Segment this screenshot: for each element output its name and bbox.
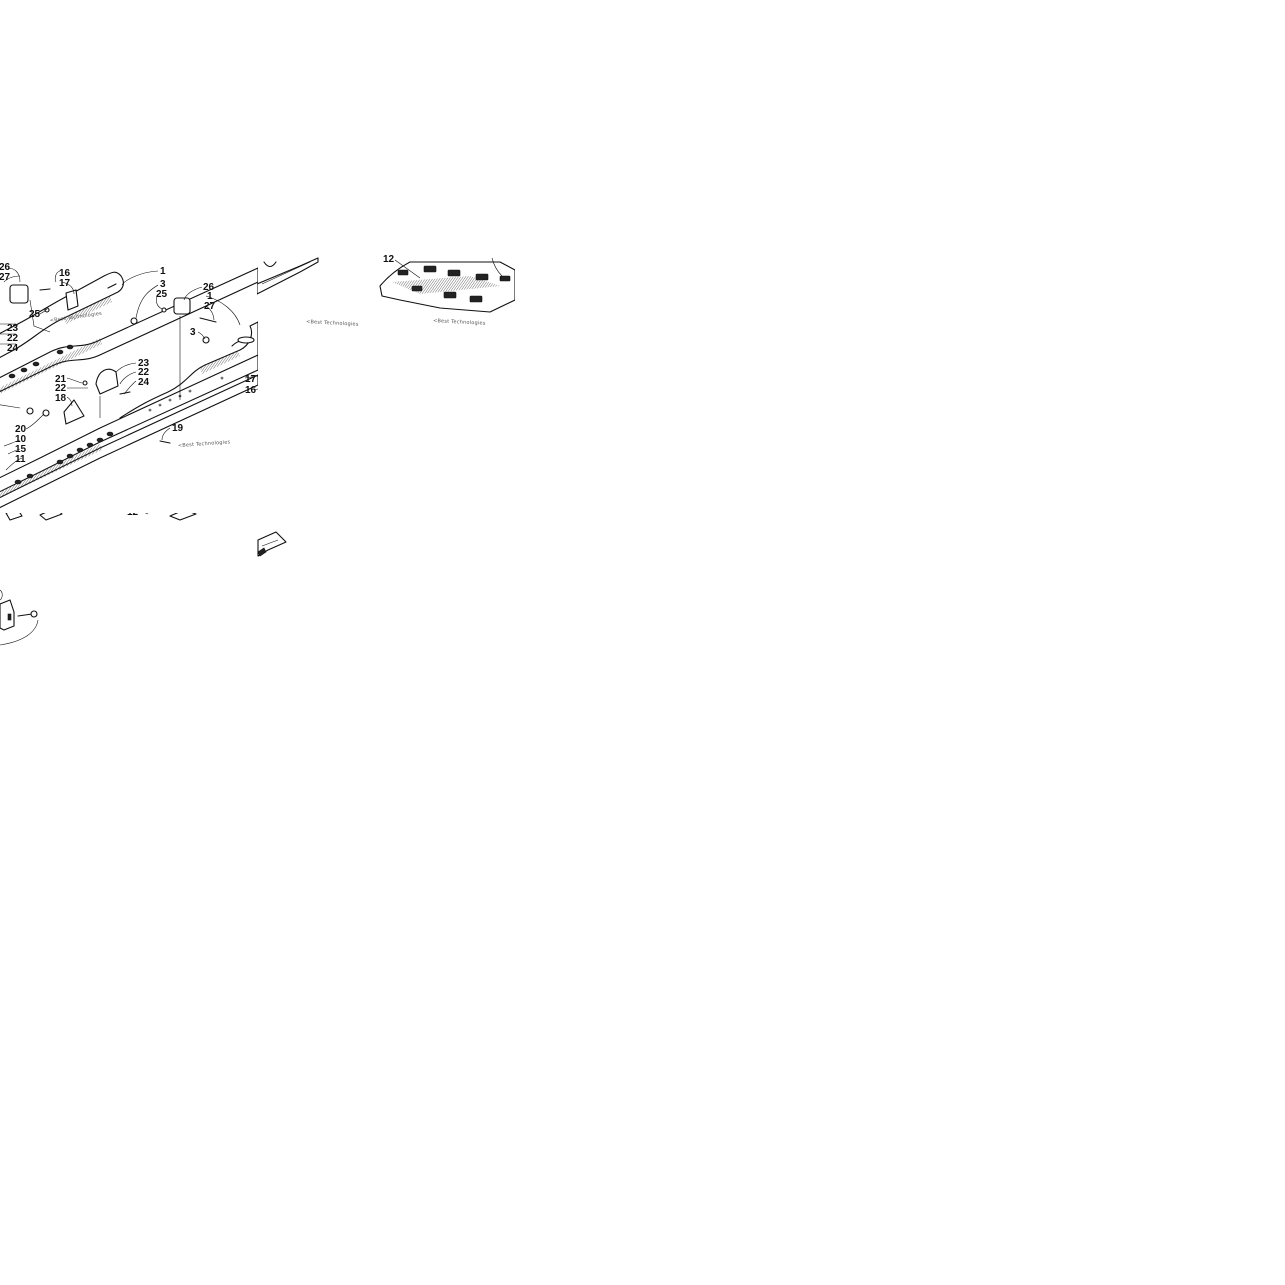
callout-22c: 22 xyxy=(55,383,67,394)
callout-25b: 25 xyxy=(29,309,41,320)
watermark-2: <Best Technologies xyxy=(178,439,231,449)
callout-11: 11 xyxy=(15,454,26,465)
callout-3a: 3 xyxy=(160,279,166,290)
callout-12-lower: 12 xyxy=(127,507,139,518)
hardware-parts xyxy=(9,284,217,444)
callout-26b: 26 xyxy=(203,282,215,293)
callout-27b: 27 xyxy=(204,301,216,312)
upper-slide-rail xyxy=(0,267,258,394)
callout-16b: 16 xyxy=(245,385,257,396)
callout-22b: 22 xyxy=(138,367,150,378)
lower-slide-rail xyxy=(0,354,258,509)
slider-block-upper-left xyxy=(9,284,29,304)
slider-block-upper-right xyxy=(173,297,191,315)
callout-22a: 22 xyxy=(7,333,19,344)
callout-19: 19 xyxy=(172,423,184,434)
shock-block xyxy=(95,368,119,395)
callout-26a: 26 xyxy=(0,262,11,273)
callout-17b: 17 xyxy=(245,374,257,385)
callout-25a: 25 xyxy=(156,289,168,300)
bracket-upper xyxy=(65,289,79,311)
slide-rail-assembly: 26 27 16 17 1 3 25 25 26 1 27 23 22 24 3… xyxy=(0,262,258,509)
callout-17a: 17 xyxy=(59,278,71,289)
callout-numbers: 26 27 16 17 1 3 25 25 26 1 27 23 22 24 3… xyxy=(0,262,257,465)
callout-27a: 27 xyxy=(0,272,11,283)
callout-20: 20 xyxy=(15,424,27,435)
callout-21: 21 xyxy=(55,374,67,385)
callout-23a: 23 xyxy=(7,323,19,334)
callout-23b: 23 xyxy=(138,358,150,369)
callout-1b: 1 xyxy=(207,291,213,302)
callout-16a: 16 xyxy=(59,268,71,279)
callout-15: 15 xyxy=(15,444,27,455)
callout-24b: 24 xyxy=(138,377,150,388)
fragment-part xyxy=(257,531,287,557)
watermark-4: <Best Technologies xyxy=(433,318,486,327)
callout-10: 10 xyxy=(15,434,27,445)
callout-1a: 1 xyxy=(160,266,166,277)
callout-24a: 24 xyxy=(7,343,19,354)
callout-3b: 3 xyxy=(190,327,196,338)
leader-lines xyxy=(0,267,258,471)
track-detail: 12 <Best Technologies <Best Technologies xyxy=(257,254,515,328)
callout-12-track: 12 xyxy=(383,254,395,265)
callout-18: 18 xyxy=(55,393,67,404)
callout-13: 13 xyxy=(205,493,217,504)
watermark-3: <Best Technologies xyxy=(306,319,359,328)
bracket-18 xyxy=(63,399,85,425)
callout-14: 14 xyxy=(127,496,139,507)
lower-detail: 14 12 13 xyxy=(0,493,236,646)
